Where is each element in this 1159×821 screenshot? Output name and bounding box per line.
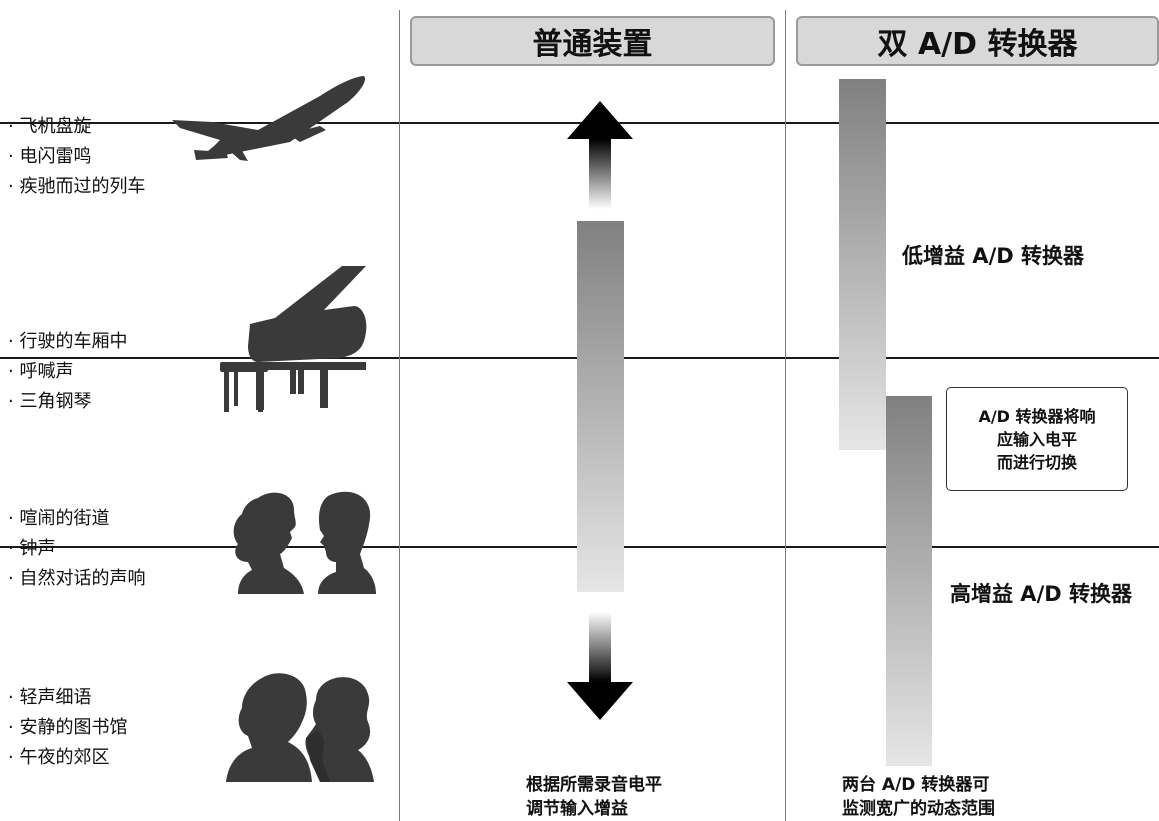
normal-range-bar	[577, 221, 624, 592]
list-item: · 疾驰而过的列车	[8, 176, 146, 197]
list-item: · 三角钢琴	[8, 391, 92, 412]
caption-line: 两台 A/D 转换器可	[842, 775, 990, 795]
list-item: · 轻声细语	[8, 687, 92, 708]
low-gain-label: 低增益 A/D 转换器	[902, 244, 1084, 268]
list-item: · 电闪雷鸣	[8, 146, 92, 167]
whisper-icon	[226, 673, 374, 782]
sound-list-loud: · 飞机盘旋 · 电闪雷鸣 · 疾驰而过的列车	[8, 112, 145, 202]
sound-list-quiet: · 轻声细语 · 安静的图书馆 · 午夜的郊区	[8, 683, 127, 773]
high-gain-range-bar	[886, 396, 932, 766]
caption-dual: 两台 A/D 转换器可 监测宽广的动态范围	[842, 773, 995, 821]
piano-icon	[220, 266, 367, 412]
note-line: 而进行切换	[996, 452, 1077, 472]
switch-note-box: A/D 转换器将响 应输入电平 而进行切换	[946, 387, 1128, 491]
list-item: · 午夜的郊区	[8, 747, 110, 768]
list-item: · 呼喊声	[8, 361, 74, 382]
sound-list-medium: · 喧闹的街道 · 钟声 · 自然对话的声响	[8, 504, 145, 594]
arrow-up-icon	[567, 101, 633, 209]
header-dual-ad-converter: 双 A/D 转换器	[796, 16, 1159, 66]
arrow-down-icon	[567, 612, 633, 720]
list-item: · 钟声	[8, 538, 56, 559]
list-item: · 行驶的车厢中	[8, 331, 128, 352]
caption-line: 监测宽广的动态范围	[842, 799, 995, 819]
list-item: · 喧闹的街道	[8, 508, 110, 529]
header-normal-device: 普通装置	[410, 16, 775, 66]
caption-line: 根据所需录音电平	[526, 775, 662, 795]
column-divider-right	[785, 10, 786, 821]
list-item: · 飞机盘旋	[8, 116, 92, 137]
airplane-icon	[172, 76, 366, 161]
caption-line: 调节输入增益	[526, 799, 628, 819]
column-divider-left	[399, 10, 400, 821]
list-item: · 自然对话的声响	[8, 568, 146, 589]
high-gain-label: 高增益 A/D 转换器	[950, 582, 1132, 606]
sound-list-medium-loud: · 行驶的车厢中 · 呼喊声 · 三角钢琴	[8, 327, 127, 417]
list-item: · 安静的图书馆	[8, 717, 128, 738]
note-line: 应输入电平	[996, 429, 1077, 449]
low-gain-range-bar	[839, 79, 886, 450]
conversation-icon	[233, 491, 376, 594]
caption-normal: 根据所需录音电平 调节输入增益	[526, 773, 662, 821]
level-line-loud	[0, 122, 1159, 124]
note-line: A/D 转换器将响	[978, 406, 1096, 426]
